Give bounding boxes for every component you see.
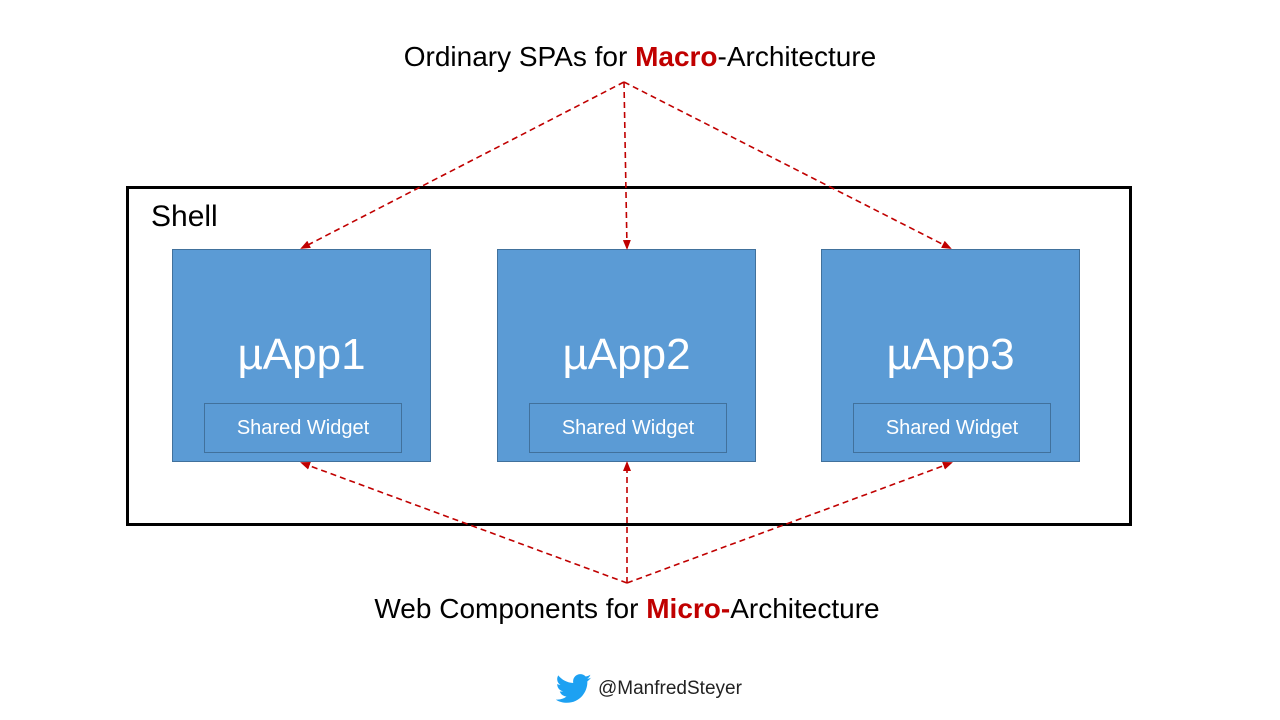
macro-caption-suffix: -Architecture xyxy=(717,41,877,72)
macro-caption-prefix: Ordinary SPAs for xyxy=(403,41,636,72)
micro-app-3-title: µApp3 xyxy=(886,330,1015,379)
micro-app-1-title: µApp1 xyxy=(237,330,366,379)
micro-app-2-shared-widget: Shared Widget xyxy=(529,403,727,453)
macro-caption-highlight: Macro xyxy=(635,41,718,72)
micro-app-3-shared-widget: Shared Widget xyxy=(853,403,1051,453)
twitter-handle: @ManfredSteyer xyxy=(598,678,742,699)
micro-caption-highlight: Micro- xyxy=(646,593,731,624)
micro-app-1: µApp1 Shared Widget xyxy=(172,249,431,462)
shell-label: Shell xyxy=(151,200,218,233)
micro-caption-prefix: Web Components for xyxy=(374,593,647,624)
footer-twitter-handle: @ManfredSteyer xyxy=(556,672,742,706)
twitter-bird-shape xyxy=(556,674,592,703)
micro-app-2: µApp2 Shared Widget xyxy=(497,249,756,462)
micro-architecture-caption: Web Components for Micro-Architecture xyxy=(0,592,1267,626)
micro-caption-suffix: Architecture xyxy=(730,593,880,624)
twitter-bird-icon xyxy=(556,674,592,703)
micro-app-2-title: µApp2 xyxy=(562,330,691,379)
macro-architecture-caption: Ordinary SPAs for Macro-Architecture xyxy=(0,40,1280,74)
micro-app-3: µApp3 Shared Widget xyxy=(821,249,1080,462)
micro-app-1-shared-widget: Shared Widget xyxy=(204,403,402,453)
